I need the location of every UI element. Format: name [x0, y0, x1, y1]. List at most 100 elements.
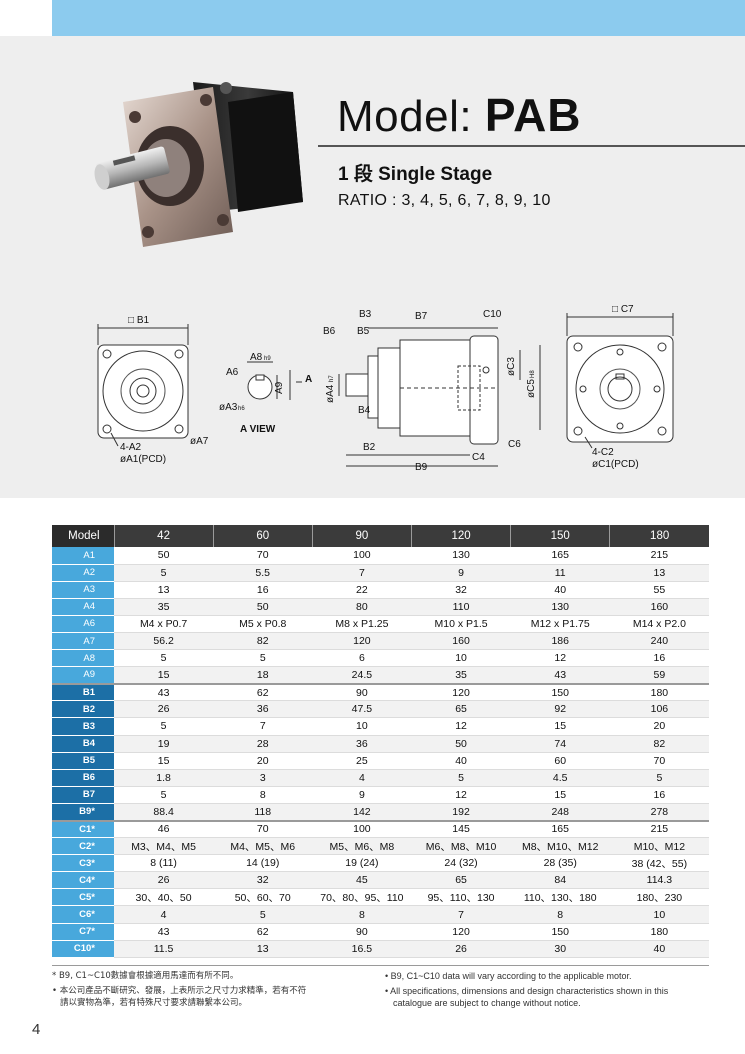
table-cell: 12 — [411, 717, 511, 736]
label-b5: B5 — [357, 326, 370, 337]
table-cell: 5 — [213, 649, 313, 668]
table-cell: 20 — [609, 717, 709, 736]
label-c7: □ C7 — [612, 304, 634, 315]
label-c5: øC5 — [526, 379, 537, 398]
row-label: A3 — [52, 581, 114, 599]
table-cell: 5 — [411, 769, 511, 787]
table-cell: 65 — [411, 871, 511, 890]
table-cell: 88.4 — [114, 803, 214, 822]
table-cell: M14 x P2.0 — [609, 615, 709, 633]
table-cell: 8 — [510, 905, 610, 924]
table-cell: 59 — [609, 666, 709, 685]
label-c4: C4 — [472, 452, 485, 463]
table-cell: 28 — [213, 735, 313, 753]
table-cell: 5 — [114, 649, 214, 668]
row-label: A8 — [52, 649, 114, 668]
label-a6: A6 — [226, 367, 239, 378]
row-label: C7* — [52, 923, 114, 941]
label-a-view: A VIEW — [240, 424, 276, 435]
table-cell: 9 — [411, 564, 511, 582]
note-zh-3: 請以實物為準，若有特殊尺寸要求請聯繫本公司。 — [60, 998, 248, 1008]
table-cell: 28 (35) — [510, 854, 610, 873]
table-cell: 11.5 — [114, 940, 214, 958]
title-divider — [318, 145, 745, 147]
table-cell: 150 — [510, 682, 610, 702]
table-cell: 9 — [312, 786, 412, 804]
table-cell: M3、M4、M5 — [114, 837, 214, 856]
row-label: C1* — [52, 819, 114, 839]
label-c3: øC3 — [506, 357, 517, 376]
table-cell: 70 — [609, 752, 709, 770]
note-zh-1: * B9, C1~C10數據會根據適用馬達而有所不同。 — [52, 971, 239, 981]
table-cell: 15 — [510, 786, 610, 804]
table-cell: 5.5 — [213, 564, 313, 582]
row-label: C5* — [52, 888, 114, 907]
label-c1: øC1(PCD) — [592, 459, 639, 470]
table-cell: 16 — [213, 581, 313, 599]
table-cell: 40 — [411, 752, 511, 770]
table-cell: 192 — [411, 803, 511, 822]
table-cell: 145 — [411, 819, 511, 839]
table-cell: 7 — [213, 717, 313, 736]
table-cell: 278 — [609, 803, 709, 822]
label-b7: B7 — [415, 311, 428, 322]
table-cell: 5 — [609, 769, 709, 787]
row-label: B1 — [52, 682, 114, 702]
table-cell: 70 — [213, 547, 313, 565]
table-cell: 12 — [510, 649, 610, 668]
table-cell: 30、40、50 — [114, 888, 214, 907]
label-a8-tolerance: h9 — [264, 356, 271, 362]
table-cell: 25 — [312, 752, 412, 770]
table-cell: M6、M8、M10 — [411, 837, 511, 856]
row-label: A6 — [52, 615, 114, 633]
size-header: 150 — [510, 525, 611, 547]
row-label: B2 — [52, 700, 114, 719]
label-a1: øA1(PCD) — [120, 454, 166, 465]
top-color-band — [52, 0, 745, 36]
table-cell: 180 — [609, 923, 709, 941]
table-cell: 50 — [114, 547, 214, 565]
table-cell: 100 — [312, 547, 412, 565]
table-cell: 6 — [312, 649, 412, 668]
table-cell: 13 — [213, 940, 313, 958]
table-cell: M8 x P1.25 — [312, 615, 412, 633]
table-cell: 130 — [411, 547, 511, 565]
table-cell: 26 — [114, 871, 214, 890]
size-header: 120 — [411, 525, 512, 547]
dimension-drawings: □ B1 4-A2 øA1(PCD) øA7 A8 h9 A6 A9 øA3 h… — [97, 304, 674, 473]
note-en-1: • B9, C1~C10 data will vary according to… — [385, 971, 632, 981]
side-view-drawing — [338, 327, 541, 467]
table-cell: 130 — [510, 598, 610, 616]
table-cell: 84 — [510, 871, 610, 890]
table-cell: 45 — [312, 871, 412, 890]
ratio-label: RATIO : 3, 4, 5, 6, 7, 8, 9, 10 — [338, 192, 551, 209]
table-cell: 5 — [114, 717, 214, 736]
table-cell: M4、M5、M6 — [213, 837, 313, 856]
table-cell: 1.8 — [114, 769, 214, 787]
label-a3: øA3 — [219, 402, 238, 413]
row-label: C10* — [52, 940, 114, 958]
table-cell: 43 — [510, 666, 610, 685]
table-cell: 38 (42、55) — [609, 854, 709, 873]
table-cell: 15 — [114, 752, 214, 770]
row-label: C2* — [52, 837, 114, 856]
table-cell: 8 — [213, 786, 313, 804]
size-header: 180 — [609, 525, 709, 547]
table-cell: 43 — [114, 682, 214, 702]
table-cell: 90 — [312, 923, 412, 941]
table-cell: 10 — [411, 649, 511, 668]
table-cell: 70 — [213, 819, 313, 839]
label-a7: øA7 — [190, 436, 209, 447]
model-prefix: Model: — [337, 92, 473, 141]
label-b2: B2 — [363, 442, 376, 453]
note-en-2: • All specifications, dimensions and des… — [385, 986, 669, 996]
